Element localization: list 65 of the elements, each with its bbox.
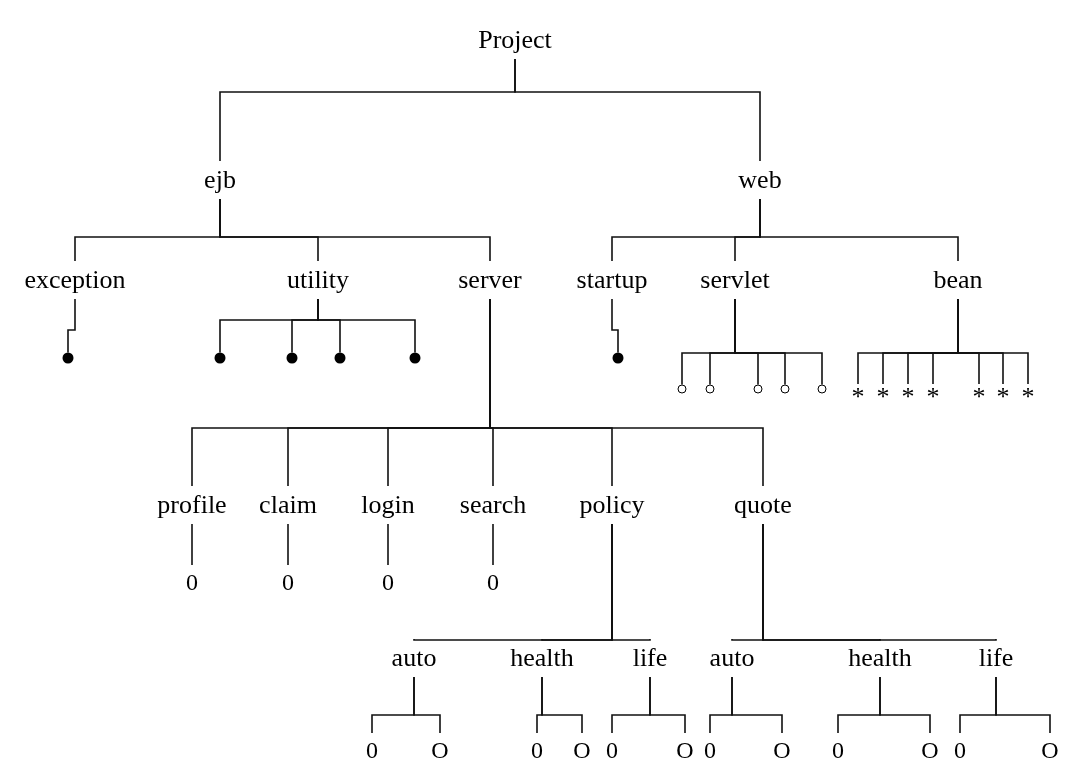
node-label: Project <box>477 21 553 59</box>
node-label: 0 <box>605 733 619 767</box>
node-label: login <box>360 486 416 524</box>
node-label: profile <box>156 486 228 524</box>
tree-connector <box>489 298 764 487</box>
node-label: web <box>737 161 783 199</box>
tree-connector <box>317 298 416 354</box>
node-label: utility <box>285 261 351 299</box>
node-label: ejb <box>203 161 237 199</box>
node-label: search <box>458 486 528 524</box>
node-label: bean <box>932 261 984 299</box>
tree-connector <box>957 298 1029 385</box>
tree-connector <box>731 676 783 734</box>
tree-connector <box>995 676 1051 734</box>
node-label: * <box>875 384 891 408</box>
tree-connector <box>413 676 441 734</box>
node-label: * <box>900 384 916 408</box>
node-label: O <box>572 733 592 767</box>
tree-connector <box>67 298 76 354</box>
node-label: * <box>850 384 866 408</box>
tree-connector <box>759 198 959 262</box>
node-label: 0 <box>185 565 199 599</box>
tree-connector <box>762 523 997 641</box>
node-label: 0 <box>831 733 845 767</box>
node-label: * <box>971 384 987 408</box>
tree-connector <box>387 523 389 566</box>
node-label: 0 <box>365 733 379 767</box>
node-label: * <box>995 384 1011 408</box>
node-label: O <box>675 733 695 767</box>
node-label: O <box>920 733 940 767</box>
node-label: servlet <box>699 261 771 299</box>
tree-connector <box>879 676 931 734</box>
node-label: O <box>1040 733 1060 767</box>
tree-connector <box>219 198 491 262</box>
node-label: 0 <box>953 733 967 767</box>
node-label: life <box>631 639 669 677</box>
node-label: auto <box>390 639 438 677</box>
node-label: exception <box>23 261 127 299</box>
node-label: 0 <box>281 565 295 599</box>
node-label: policy <box>578 486 646 524</box>
node-label: health <box>847 639 913 677</box>
node-label: 0 <box>530 733 544 767</box>
node-label: 0 <box>486 565 500 599</box>
node-label: 0 <box>703 733 717 767</box>
node-label: O <box>430 733 450 767</box>
node-label: auto <box>708 639 756 677</box>
tree-connector <box>649 676 686 734</box>
node-label: claim <box>258 486 318 524</box>
node-label: health <box>509 639 575 677</box>
node-label: * <box>925 384 941 408</box>
tree-connector <box>734 298 823 386</box>
tree-connector <box>287 523 289 566</box>
node-label: startup <box>575 261 649 299</box>
node-label: O <box>772 733 792 767</box>
node-label: server <box>457 261 523 299</box>
tree-connector <box>541 676 583 734</box>
tree-connector <box>514 58 761 162</box>
node-label: 0 <box>381 565 395 599</box>
tree-connector <box>611 523 651 641</box>
node-label: quote <box>733 486 793 524</box>
node-label: * <box>1020 384 1036 408</box>
tree-connector <box>191 523 193 566</box>
tree-connector <box>611 298 619 354</box>
node-label: life <box>977 639 1015 677</box>
tree-connector <box>492 523 494 566</box>
